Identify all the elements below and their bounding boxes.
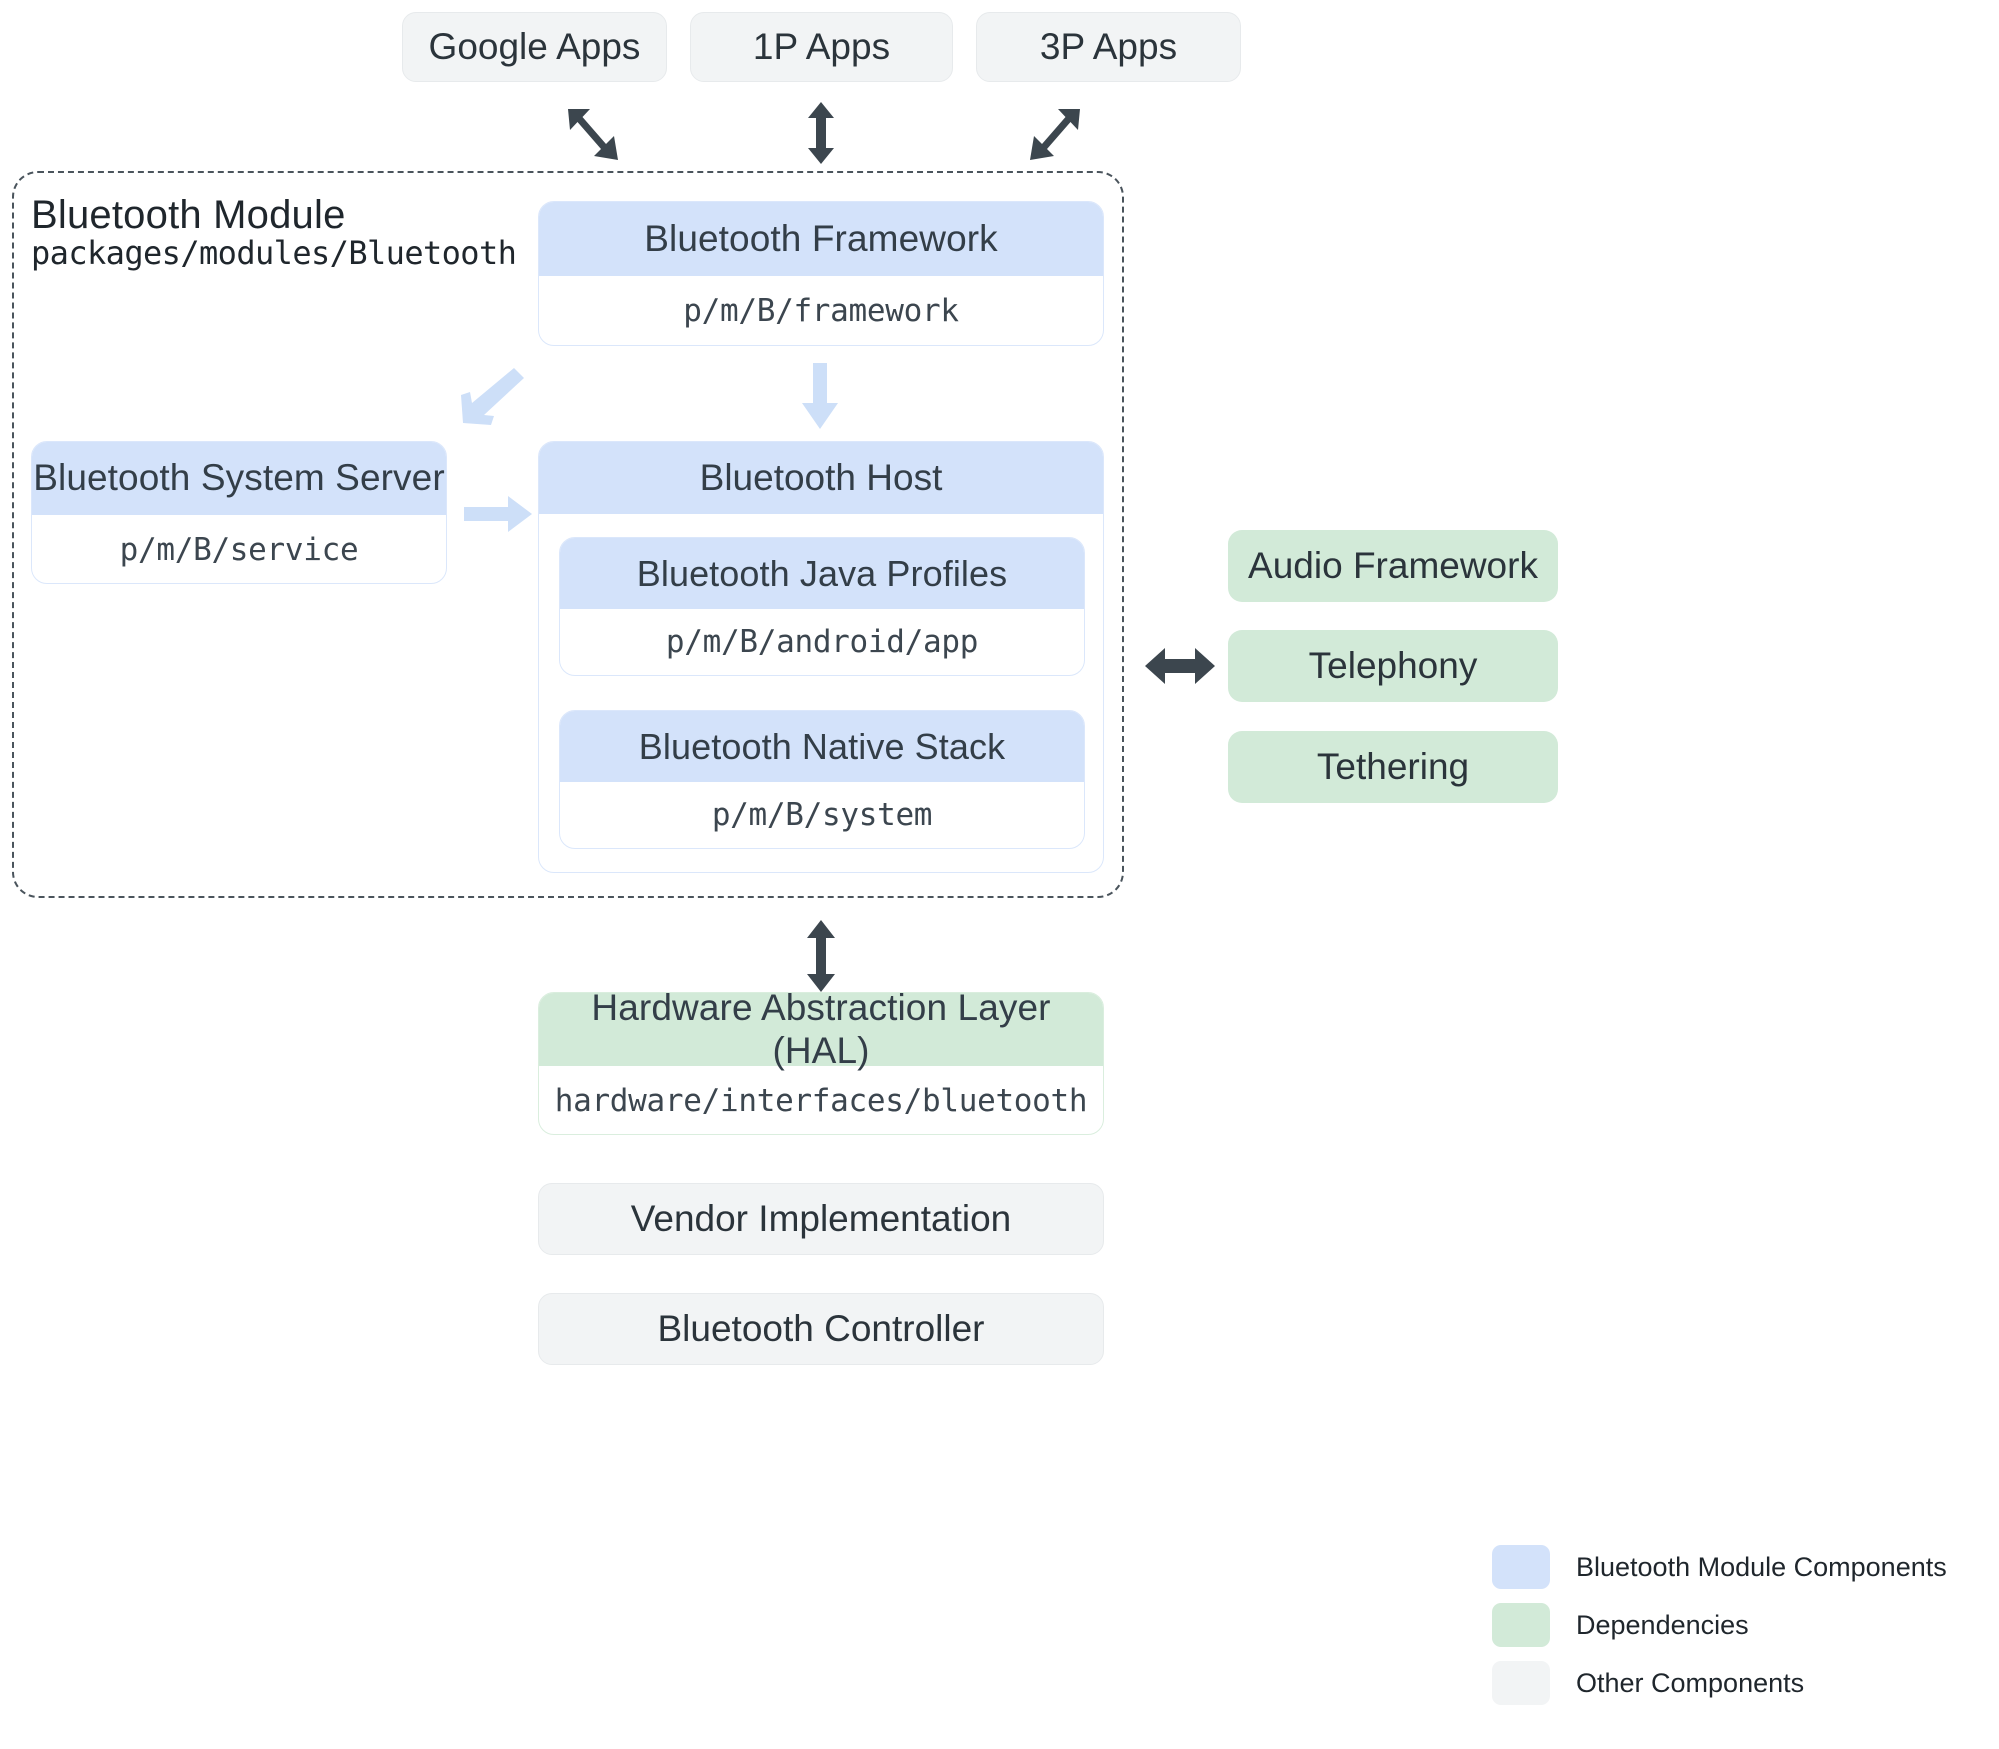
bluetooth-module-path: packages/modules/Bluetooth	[31, 234, 517, 272]
framework-to-host-arrow	[800, 363, 840, 431]
bluetooth-native-stack-title: Bluetooth Native Stack	[560, 711, 1084, 782]
audio-framework-box[interactable]: Audio Framework	[1228, 530, 1558, 602]
first-party-apps-connector-arrow	[805, 102, 837, 164]
bluetooth-java-profiles-path: p/m/B/android/app	[665, 624, 979, 660]
hal-path: hardware/interfaces/bluetooth	[554, 1082, 1088, 1119]
legend-label-module-components: Bluetooth Module Components	[1576, 1551, 1947, 1582]
hal-card[interactable]: Hardware Abstraction Layer (HAL) hardwar…	[538, 992, 1104, 1135]
legend-swatch-dependencies	[1492, 1603, 1550, 1647]
bluetooth-framework-card[interactable]: Bluetooth Framework p/m/B/framework	[538, 201, 1104, 346]
host-to-dependencies-arrow	[1145, 645, 1215, 687]
bluetooth-system-server-path: p/m/B/service	[119, 531, 359, 568]
bluetooth-host-card[interactable]: Bluetooth Host Bluetooth Java Profiles p…	[538, 441, 1104, 873]
third-party-apps-connector-arrow	[1022, 105, 1088, 165]
telephony-label: Telephony	[1308, 645, 1478, 686]
vendor-implementation-label: Vendor Implementation	[630, 1198, 1012, 1239]
legend: Bluetooth Module Components Dependencies…	[1492, 1545, 1947, 1719]
first-party-apps-box[interactable]: 1P Apps	[690, 12, 953, 82]
bluetooth-module-title: Bluetooth Module	[31, 193, 346, 237]
bluetooth-controller-box[interactable]: Bluetooth Controller	[538, 1293, 1104, 1365]
bluetooth-framework-path: p/m/B/framework	[683, 293, 959, 329]
bluetooth-framework-title: Bluetooth Framework	[539, 202, 1103, 276]
tethering-box[interactable]: Tethering	[1228, 731, 1558, 803]
framework-to-system-server-arrow	[458, 366, 526, 426]
bluetooth-java-profiles-title: Bluetooth Java Profiles	[560, 538, 1084, 609]
legend-item-module-components: Bluetooth Module Components	[1492, 1545, 1947, 1589]
first-party-apps-label: 1P Apps	[752, 26, 891, 67]
module-to-hal-arrow	[804, 920, 838, 992]
third-party-apps-box[interactable]: 3P Apps	[976, 12, 1241, 82]
bluetooth-native-stack-card[interactable]: Bluetooth Native Stack p/m/B/system	[559, 710, 1085, 849]
legend-item-other-components: Other Components	[1492, 1661, 1947, 1705]
tethering-label: Tethering	[1316, 746, 1470, 787]
bluetooth-system-server-title: Bluetooth System Server	[32, 442, 446, 515]
vendor-implementation-box[interactable]: Vendor Implementation	[538, 1183, 1104, 1255]
bluetooth-java-profiles-card[interactable]: Bluetooth Java Profiles p/m/B/android/ap…	[559, 537, 1085, 676]
legend-swatch-other-components	[1492, 1661, 1550, 1705]
google-apps-label: Google Apps	[428, 26, 641, 67]
google-apps-box[interactable]: Google Apps	[402, 12, 667, 82]
third-party-apps-label: 3P Apps	[1039, 26, 1178, 67]
bluetooth-system-server-card[interactable]: Bluetooth System Server p/m/B/service	[31, 441, 447, 584]
bluetooth-module-container	[12, 171, 1124, 898]
bluetooth-host-title: Bluetooth Host	[539, 442, 1103, 514]
legend-label-dependencies: Dependencies	[1576, 1609, 1749, 1640]
bluetooth-controller-label: Bluetooth Controller	[657, 1308, 985, 1349]
telephony-box[interactable]: Telephony	[1228, 630, 1558, 702]
legend-item-dependencies: Dependencies	[1492, 1603, 1947, 1647]
system-server-to-host-arrow	[464, 494, 534, 534]
bluetooth-native-stack-path: p/m/B/system	[711, 797, 933, 833]
google-apps-connector-arrow	[560, 105, 626, 165]
legend-swatch-module-components	[1492, 1545, 1550, 1589]
legend-label-other-components: Other Components	[1576, 1667, 1805, 1698]
hal-title: Hardware Abstraction Layer (HAL)	[539, 993, 1103, 1071]
audio-framework-label: Audio Framework	[1248, 545, 1538, 586]
